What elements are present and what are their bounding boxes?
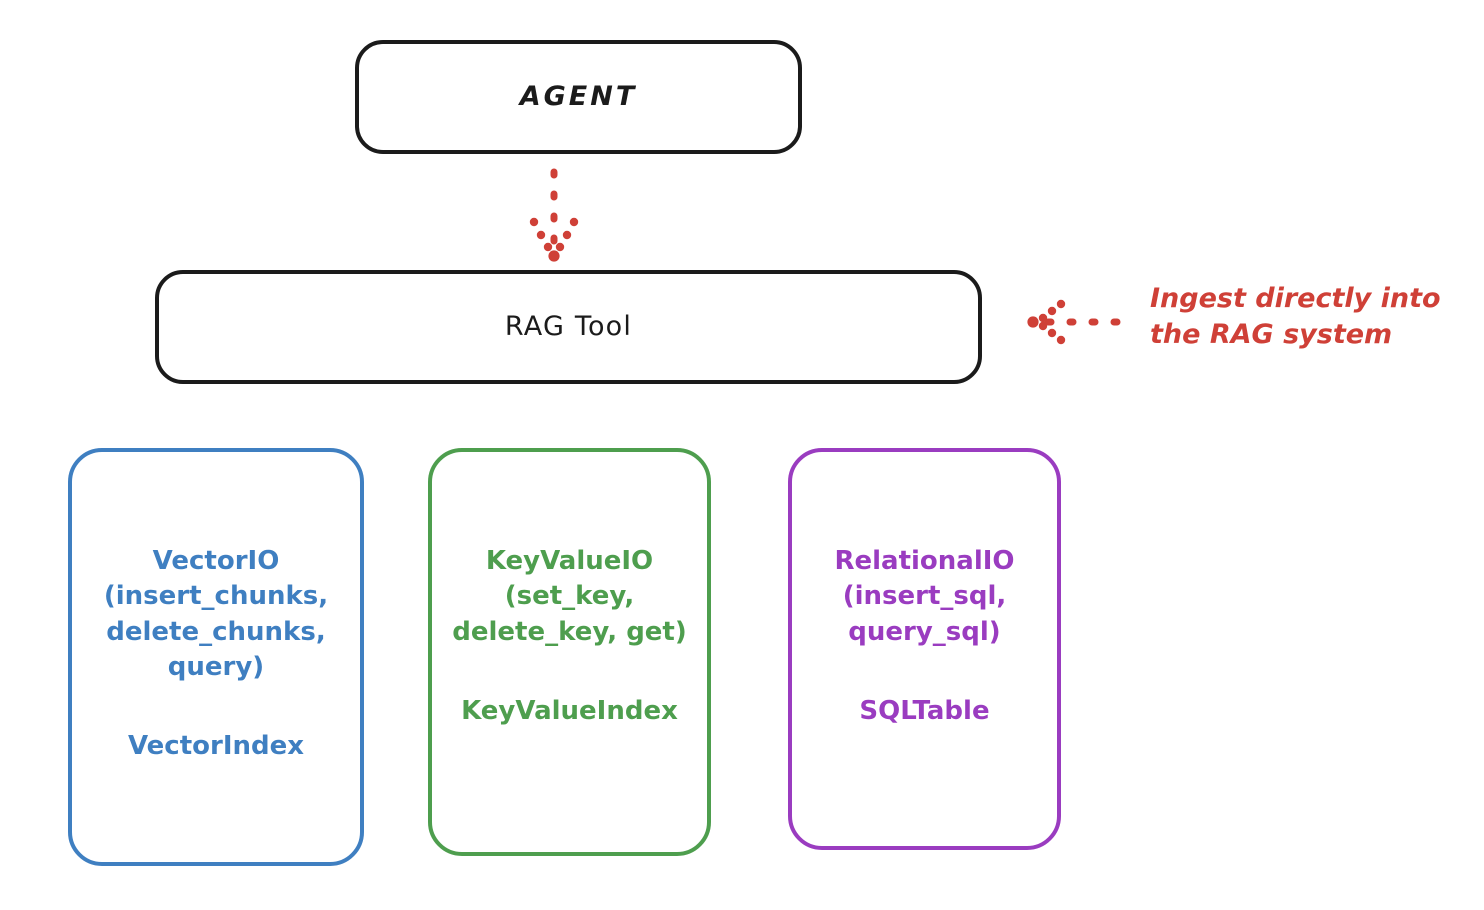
node-rag-tool-label: RAG Tool xyxy=(504,310,633,342)
node-rag-tool[interactable]: RAG Tool xyxy=(155,270,982,384)
node-vector-index-label: VectorIndex xyxy=(127,731,305,762)
node-vector-io[interactable]: VectorIO (insert_chunks, delete_chunks, … xyxy=(68,448,364,866)
node-key-value-io[interactable]: KeyValueIO (set_key, delete_key, get) Ke… xyxy=(428,448,711,856)
node-agent[interactable]: AGENT xyxy=(355,40,802,154)
edge-ingest-to-rag-tool xyxy=(1027,299,1124,345)
edge-agent-to-rag-tool xyxy=(529,168,579,262)
annotation-ingest: Ingest directly into the RAG system xyxy=(1150,283,1441,350)
node-key-value-io-label: KeyValueIO (set_key, delete_key, get) xyxy=(452,546,687,647)
node-key-value-index-label: KeyValueIndex xyxy=(461,696,678,727)
node-relational-io[interactable]: RelationalIO (insert_sql, query_sql) SQL… xyxy=(788,448,1061,850)
node-relational-io-label: RelationalIO (insert_sql, query_sql) xyxy=(834,546,1015,647)
node-agent-label: AGENT xyxy=(519,80,638,112)
node-sql-table-label: SQLTable xyxy=(859,696,990,727)
node-vector-io-label: VectorIO (insert_chunks, delete_chunks, … xyxy=(103,546,329,683)
